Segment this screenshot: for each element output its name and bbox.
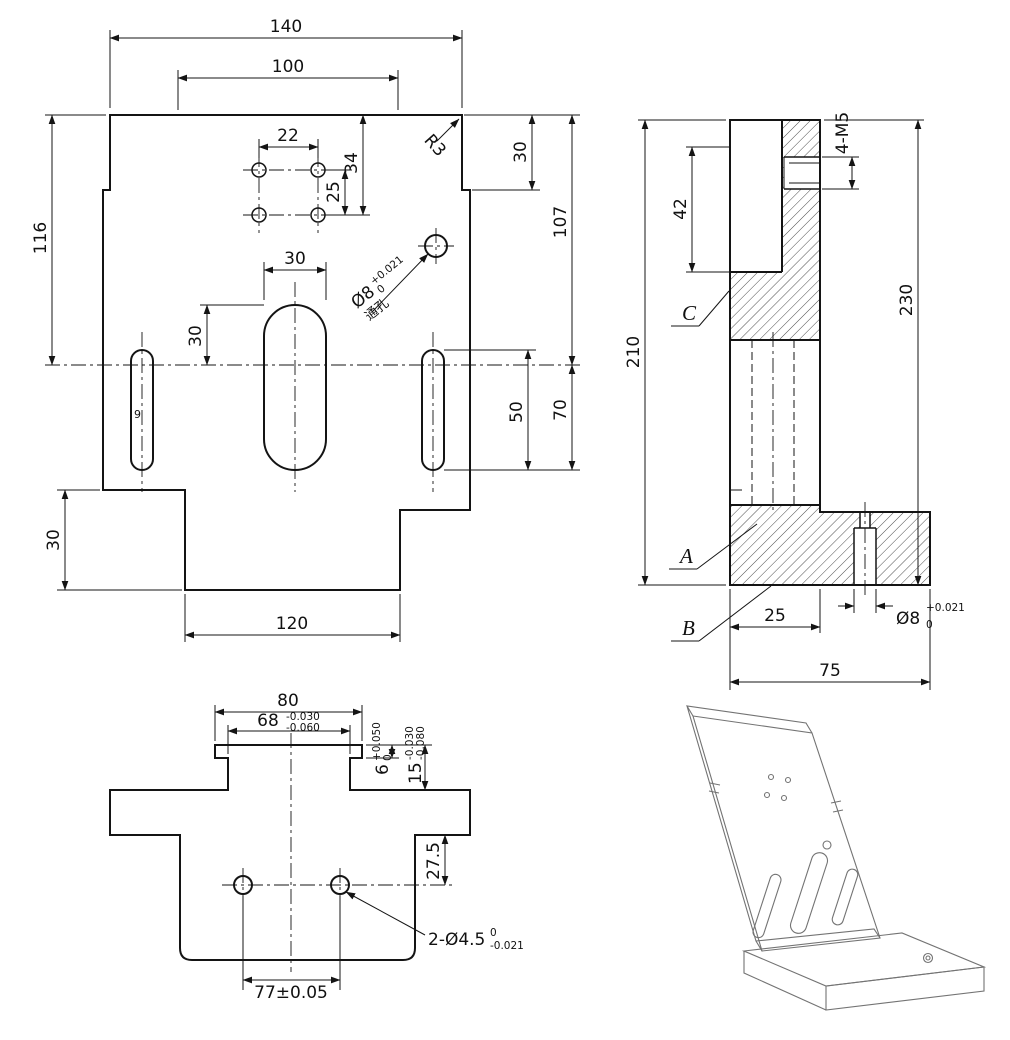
dim-bottom-80: 80 bbox=[277, 691, 299, 711]
dim-front-25: 25 bbox=[324, 181, 344, 203]
dim-front-140: 140 bbox=[270, 17, 302, 37]
iso-base-hole-outer bbox=[922, 952, 934, 964]
dim-front-slot-offset-30: 30 bbox=[186, 325, 206, 347]
front-left-slot bbox=[130, 349, 154, 471]
dim-front-70: 70 bbox=[551, 399, 571, 421]
dim-bottom-6-group: 6 +0.050 0 bbox=[371, 722, 394, 775]
dim-bottom-15: 15 bbox=[406, 762, 426, 784]
dim-front-slot-30: 30 bbox=[284, 249, 306, 269]
iso-hole-3 bbox=[763, 791, 771, 799]
side-view-dimensions: 210 42 230 4-M5 25 Ø8 +0.021 0 bbox=[624, 112, 965, 690]
dim-bottom-6-tol-lower: 0 bbox=[382, 754, 394, 761]
dim-side-hole-tol-lower: 0 bbox=[926, 619, 933, 631]
dim-bottom-6: 6 bbox=[373, 764, 393, 775]
iso-hole-2 bbox=[784, 776, 792, 784]
dim-bottom-68-tol-lower: -0.060 bbox=[286, 722, 320, 734]
iso-base-top bbox=[741, 932, 987, 987]
bottom-view-geometry bbox=[109, 744, 471, 961]
bottom-pin-hole-1 bbox=[233, 875, 253, 895]
iso-left-slot bbox=[752, 873, 782, 939]
iso-base-hole-inner bbox=[925, 955, 931, 961]
front-view-centerlines bbox=[45, 152, 582, 492]
iso-base-front bbox=[825, 966, 985, 1011]
iso-right-slot bbox=[831, 868, 859, 926]
dim-bottom-6-tol-upper: +0.050 bbox=[371, 722, 383, 761]
dim-front-30-right: 30 bbox=[511, 141, 531, 163]
side-view: 210 42 230 4-M5 25 Ø8 +0.021 0 bbox=[624, 112, 965, 690]
bottom-view: 80 68 -0.030 -0.060 6 +0.050 0 15 -0.030… bbox=[109, 691, 524, 1003]
dim-bottom-holes-tol-lower: -0.021 bbox=[490, 940, 524, 952]
iso-hole-4 bbox=[780, 794, 788, 802]
dim-bottom-68: 68 bbox=[257, 711, 279, 731]
dim-side-42: 42 bbox=[671, 198, 691, 220]
dim-front-116: 116 bbox=[31, 222, 51, 254]
dim-front-34: 34 bbox=[342, 152, 362, 174]
iso-hole-1 bbox=[767, 773, 775, 781]
dim-side-25: 25 bbox=[764, 606, 786, 626]
dim-front-120: 120 bbox=[276, 614, 308, 634]
side-label-a: A bbox=[678, 544, 693, 568]
iso-base-left bbox=[743, 951, 827, 1011]
dim-bottom-15-tol-upper: -0.030 bbox=[404, 726, 416, 760]
dim-front-50: 50 bbox=[507, 401, 527, 423]
dim-bottom-holes-tol-upper: 0 bbox=[490, 927, 497, 939]
front-slot-label: 9 bbox=[134, 408, 141, 421]
dim-front-22: 22 bbox=[277, 126, 299, 146]
dim-side-hole-dia: Ø8 bbox=[896, 609, 920, 629]
dim-front-30-tab: 30 bbox=[44, 529, 64, 551]
dim-side-210: 210 bbox=[624, 336, 644, 368]
front-right-slot bbox=[421, 349, 445, 471]
iso-dowel-hole bbox=[822, 840, 832, 850]
dim-side-hole-tol-upper: +0.021 bbox=[926, 602, 965, 614]
dim-front-r3: R3 bbox=[420, 131, 450, 161]
dim-bottom-holes: 2-Ø4.5 bbox=[428, 930, 485, 950]
iso-plate-face bbox=[692, 715, 881, 952]
front-hole-tol-lower: 0 bbox=[375, 283, 388, 297]
dim-bottom-77: 77±0.05 bbox=[254, 983, 328, 1003]
side-view-geometry bbox=[729, 119, 931, 597]
front-tapped-hole-1 bbox=[251, 162, 267, 178]
side-view-hatching bbox=[730, 120, 930, 585]
front-view: 140 100 22 25 34 R3 30 107 70 50 116 30 … bbox=[31, 17, 582, 642]
front-outline bbox=[102, 114, 471, 591]
front-tapped-hole-4 bbox=[310, 207, 326, 223]
side-outline bbox=[729, 119, 931, 586]
dim-side-230: 230 bbox=[897, 284, 917, 316]
side-label-b: B bbox=[682, 616, 695, 640]
dim-bottom-68-tol-upper: -0.030 bbox=[286, 711, 320, 723]
front-tapped-hole-2 bbox=[310, 162, 326, 178]
front-tapped-hole-3 bbox=[251, 207, 267, 223]
front-hole-callout: Ø8 +0.021 0 通孔 bbox=[348, 254, 406, 324]
bottom-pin-hole-2 bbox=[330, 875, 350, 895]
front-center-slot bbox=[263, 304, 327, 471]
bottom-view-dimensions: 80 68 -0.030 -0.060 6 +0.050 0 15 -0.030… bbox=[214, 691, 524, 1003]
side-label-c: C bbox=[682, 301, 697, 325]
dim-front-107: 107 bbox=[551, 206, 571, 238]
dim-bottom-15-tol-lower: -0.080 bbox=[415, 726, 427, 760]
front-view-dimensions: 140 100 22 25 34 R3 30 107 70 50 116 30 … bbox=[31, 17, 580, 642]
front-dowel-hole bbox=[424, 234, 448, 258]
iso-plate-back-bottom bbox=[755, 928, 881, 942]
iso-center-slot bbox=[789, 852, 829, 934]
bottom-outline bbox=[109, 744, 471, 961]
iso-edge-notches bbox=[708, 782, 844, 813]
dim-side-75: 75 bbox=[819, 661, 841, 681]
dim-bottom-27-5: 27.5 bbox=[424, 842, 444, 880]
dim-front-100: 100 bbox=[272, 57, 304, 77]
dim-side-4m5: 4-M5 bbox=[833, 112, 853, 154]
front-view-geometry bbox=[102, 114, 471, 591]
isometric-view bbox=[685, 705, 987, 1011]
dim-bottom-15-group: 15 -0.030 -0.080 bbox=[404, 726, 427, 784]
